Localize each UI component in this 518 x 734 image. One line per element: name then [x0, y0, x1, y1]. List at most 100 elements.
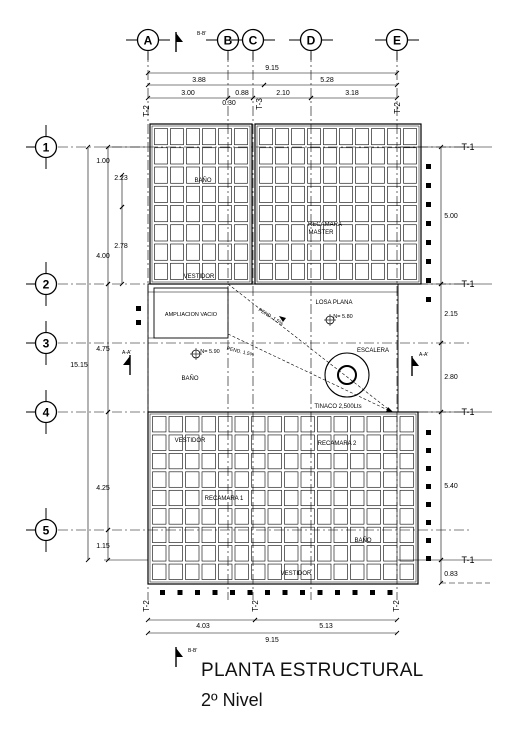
slab-block: [202, 128, 216, 146]
slab-block: [383, 416, 398, 433]
dim-right-215: 2.15: [444, 311, 458, 318]
slab-block: [399, 508, 414, 525]
slab-block: [234, 453, 249, 470]
slab-block: [371, 224, 385, 242]
section-mark-left: [123, 355, 131, 375]
perimeter-mark: [247, 590, 253, 595]
dim-right-500: 5.00: [444, 213, 458, 220]
slab-block: [403, 224, 417, 242]
slab-block: [251, 416, 266, 433]
slab-block: [201, 453, 216, 470]
slab-block: [201, 416, 216, 433]
slab-block: [355, 262, 369, 280]
grid-bubble-col-label: B: [224, 34, 233, 48]
slab-block: [168, 489, 183, 507]
slab-block: [366, 563, 381, 580]
slab-block: [218, 243, 232, 261]
slab-block: [403, 243, 417, 261]
slab-block: [317, 526, 332, 543]
slab-block: [234, 205, 248, 223]
slab-block: [333, 526, 348, 543]
grid-bubble-row-label: 1: [43, 141, 50, 155]
slab-block: [152, 453, 167, 470]
slab-block: [218, 471, 233, 488]
slab-block: [170, 166, 184, 184]
dim-left-400: 4.00: [96, 253, 110, 260]
dim-tick: [438, 340, 444, 346]
slab-block: [218, 128, 232, 146]
slab-block: [185, 526, 200, 543]
section-cut-arrow: [176, 648, 183, 657]
level-bano: N= 5.90: [200, 349, 219, 355]
slab-block: [267, 545, 282, 562]
slab-block: [152, 416, 167, 433]
slab-block: [387, 147, 401, 165]
slab-block: [399, 453, 414, 470]
slab-block: [399, 563, 414, 580]
slab-block: [399, 526, 414, 543]
perimeter-mark: [212, 590, 218, 595]
slab-block: [154, 243, 168, 261]
slab-block: [284, 471, 299, 488]
slab-block: [275, 243, 289, 261]
perimeter-mark: [160, 590, 165, 595]
slab-block: [234, 508, 249, 525]
slab-block: [267, 434, 282, 451]
slab-block: [366, 434, 381, 451]
slab-block: [403, 166, 417, 184]
slab-block: [251, 434, 266, 451]
slab-block: [366, 489, 381, 507]
slab-block: [307, 205, 321, 223]
beam-tag-t1-row2: T-1: [461, 279, 474, 289]
perimeter-mark: [426, 221, 431, 226]
slab-block: [275, 166, 289, 184]
slab-block: [307, 147, 321, 165]
slab-block: [333, 434, 348, 451]
room-vestidor-mid: VESTIDOR: [175, 438, 206, 444]
slab-block: [259, 147, 273, 165]
slab-block: [371, 147, 385, 165]
slab-block: [267, 526, 282, 543]
slab-block: [350, 545, 365, 562]
slab-block: [275, 205, 289, 223]
slab-block: [267, 453, 282, 470]
dim-tick: [119, 172, 125, 178]
slab-block: [399, 416, 414, 433]
slab-block: [366, 453, 381, 470]
slab-block: [307, 243, 321, 261]
slab-block: [202, 147, 216, 165]
perimeter-mark: [426, 278, 431, 283]
slab-block: [387, 224, 401, 242]
dim-left-278: 2.78: [114, 243, 128, 250]
dim-top-388: 3.88: [192, 77, 206, 84]
dim-left-425: 4.25: [96, 485, 110, 492]
dim-tick: [250, 95, 256, 101]
slab-block: [275, 147, 289, 165]
section-mark-aa-left: A-A': [122, 350, 131, 356]
slab-block: [387, 128, 401, 146]
slab-block: [383, 471, 398, 488]
grid-bubble-row-label: 5: [43, 524, 50, 538]
slab-block: [218, 526, 233, 543]
slab-block: [383, 453, 398, 470]
room-vestidor-bot: VESTIDOR: [281, 571, 312, 577]
slab-block: [186, 185, 200, 203]
perimeter-mark: [300, 590, 305, 595]
slab-block: [355, 166, 369, 184]
perimeter-mark: [352, 590, 358, 595]
slab-block: [234, 434, 249, 451]
slab-block: [307, 224, 321, 242]
dim-tick: [119, 204, 125, 210]
perimeter-mark: [426, 164, 431, 169]
slab-block: [218, 224, 232, 242]
slab-block: [371, 243, 385, 261]
slab-block: [307, 128, 321, 146]
dim-top-total: 9.15: [265, 65, 279, 72]
slab-block: [383, 563, 398, 580]
slab-block: [291, 262, 305, 280]
slab-block: [300, 416, 315, 433]
slab-block: [300, 434, 315, 451]
dim-top-088: 0.88: [235, 90, 249, 97]
slab-block: [300, 489, 315, 507]
slab-block: [366, 416, 381, 433]
